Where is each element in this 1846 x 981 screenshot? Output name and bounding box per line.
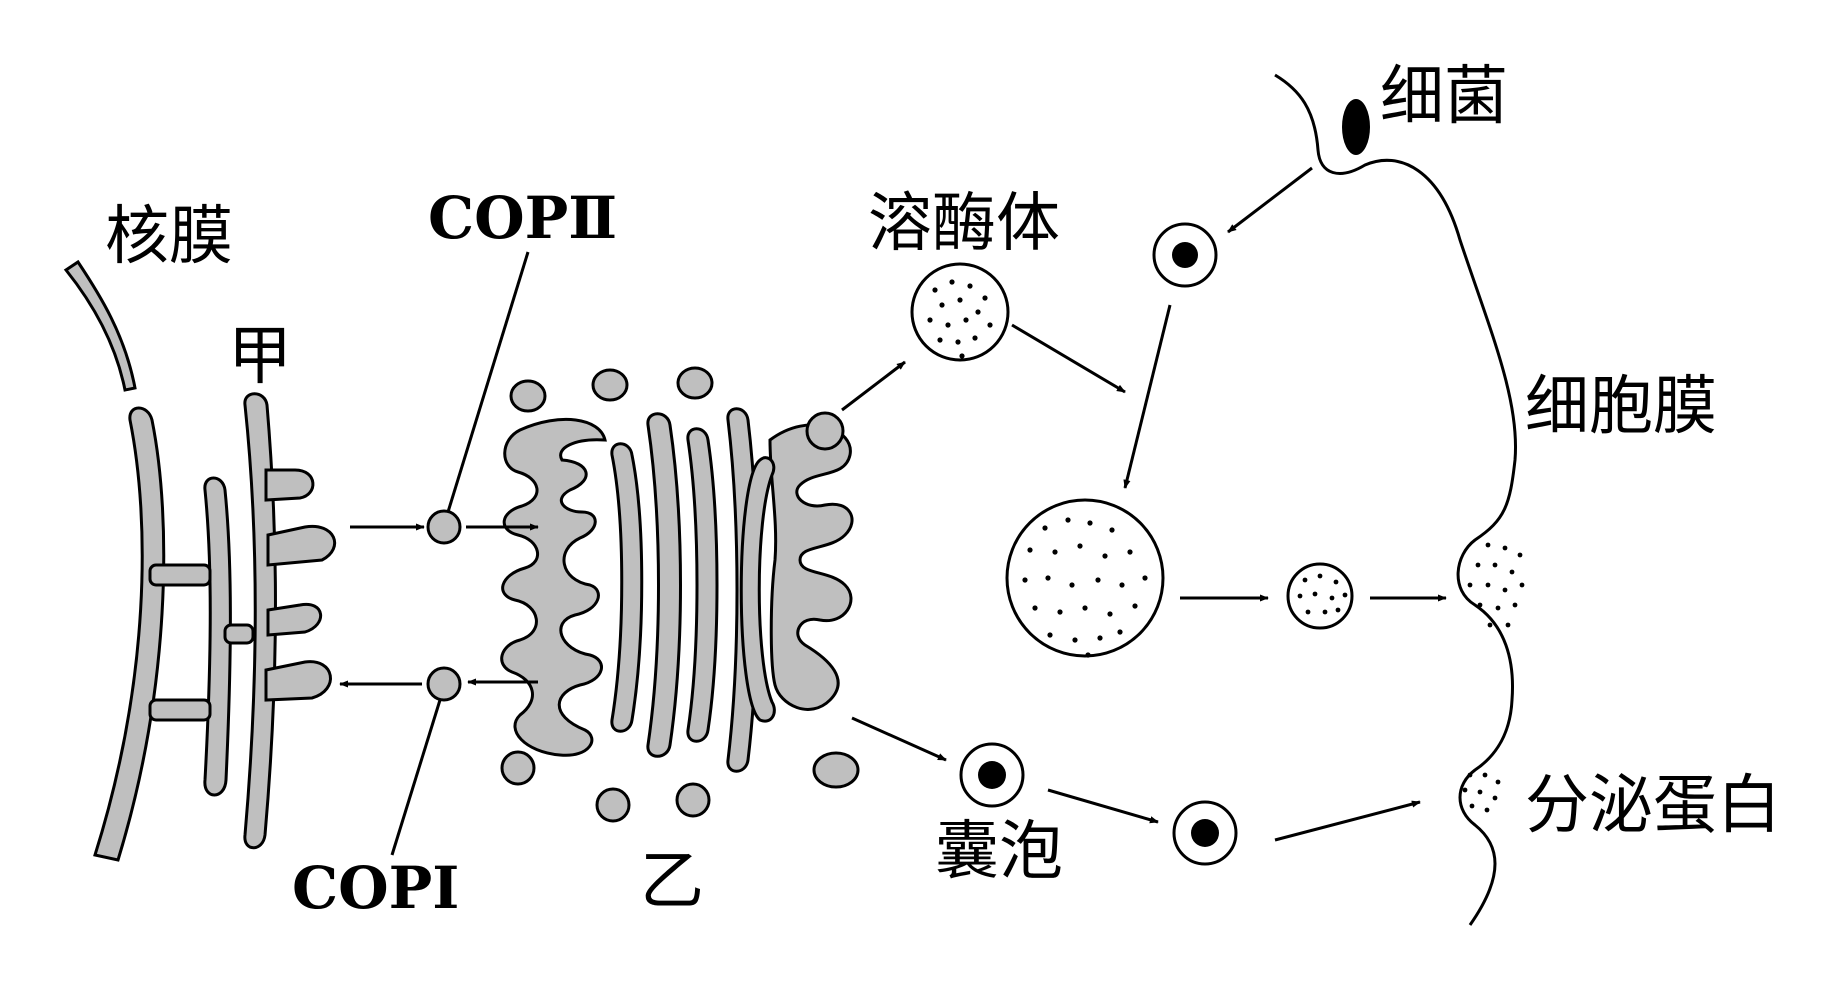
secretory-vesicle-1	[959, 742, 1025, 808]
nuclear-membrane-shape	[63, 259, 137, 392]
arrow-vesicle1-to-vesicle2	[1047, 788, 1159, 824]
label-lysosome: 溶酶体	[868, 187, 1060, 261]
arrow-vesicle2-to-membrane	[1274, 800, 1421, 842]
arrow-golgi-to-vesicle	[851, 716, 947, 762]
label-jia: 甲	[228, 320, 292, 394]
label-secreted-protein: 分泌蛋白	[1525, 769, 1781, 843]
label-cop1: COPⅠ	[292, 854, 459, 922]
label-cop2: COPⅡ	[428, 184, 617, 252]
golgi-vesicles	[500, 366, 860, 823]
bacteria-shape	[1342, 99, 1370, 155]
lysosome-dots	[927, 279, 993, 359]
cop2-leader-line	[446, 251, 530, 513]
residual-vesicle-dots	[1297, 573, 1348, 615]
arrow-lysosome-to-fusion	[1011, 323, 1126, 394]
endoplasmic-reticulum	[93, 392, 337, 862]
digestive-vesicle-dots	[1022, 517, 1148, 658]
exocytosis-dots-upper	[1467, 542, 1525, 628]
digestive-vesicle	[1005, 498, 1165, 658]
label-cell-membrane: 细胞膜	[1525, 370, 1717, 444]
cop1-leader-line	[390, 699, 442, 856]
label-vesicle: 囊泡	[935, 815, 1063, 889]
label-yi: 乙	[640, 845, 704, 919]
phagosome	[1152, 222, 1218, 288]
label-nuclear-membrane: 核膜	[105, 200, 233, 274]
arrow-golgi-to-lysosome	[841, 360, 906, 412]
cop1-vesicle	[426, 666, 462, 702]
residual-vesicle	[1286, 562, 1354, 630]
arrow-bacteria-to-phagosome	[1227, 166, 1313, 234]
secretory-vesicle-2	[1172, 800, 1238, 866]
cell-membrane-line	[1274, 73, 1518, 926]
golgi-apparatus	[500, 407, 854, 773]
label-bacteria: 细菌	[1380, 60, 1508, 134]
arrow-phagosome-to-fusion	[1123, 304, 1172, 489]
exocytosis-dots-lower	[1462, 772, 1501, 813]
cop2-vesicle	[426, 509, 462, 545]
lysosome	[910, 262, 1010, 362]
